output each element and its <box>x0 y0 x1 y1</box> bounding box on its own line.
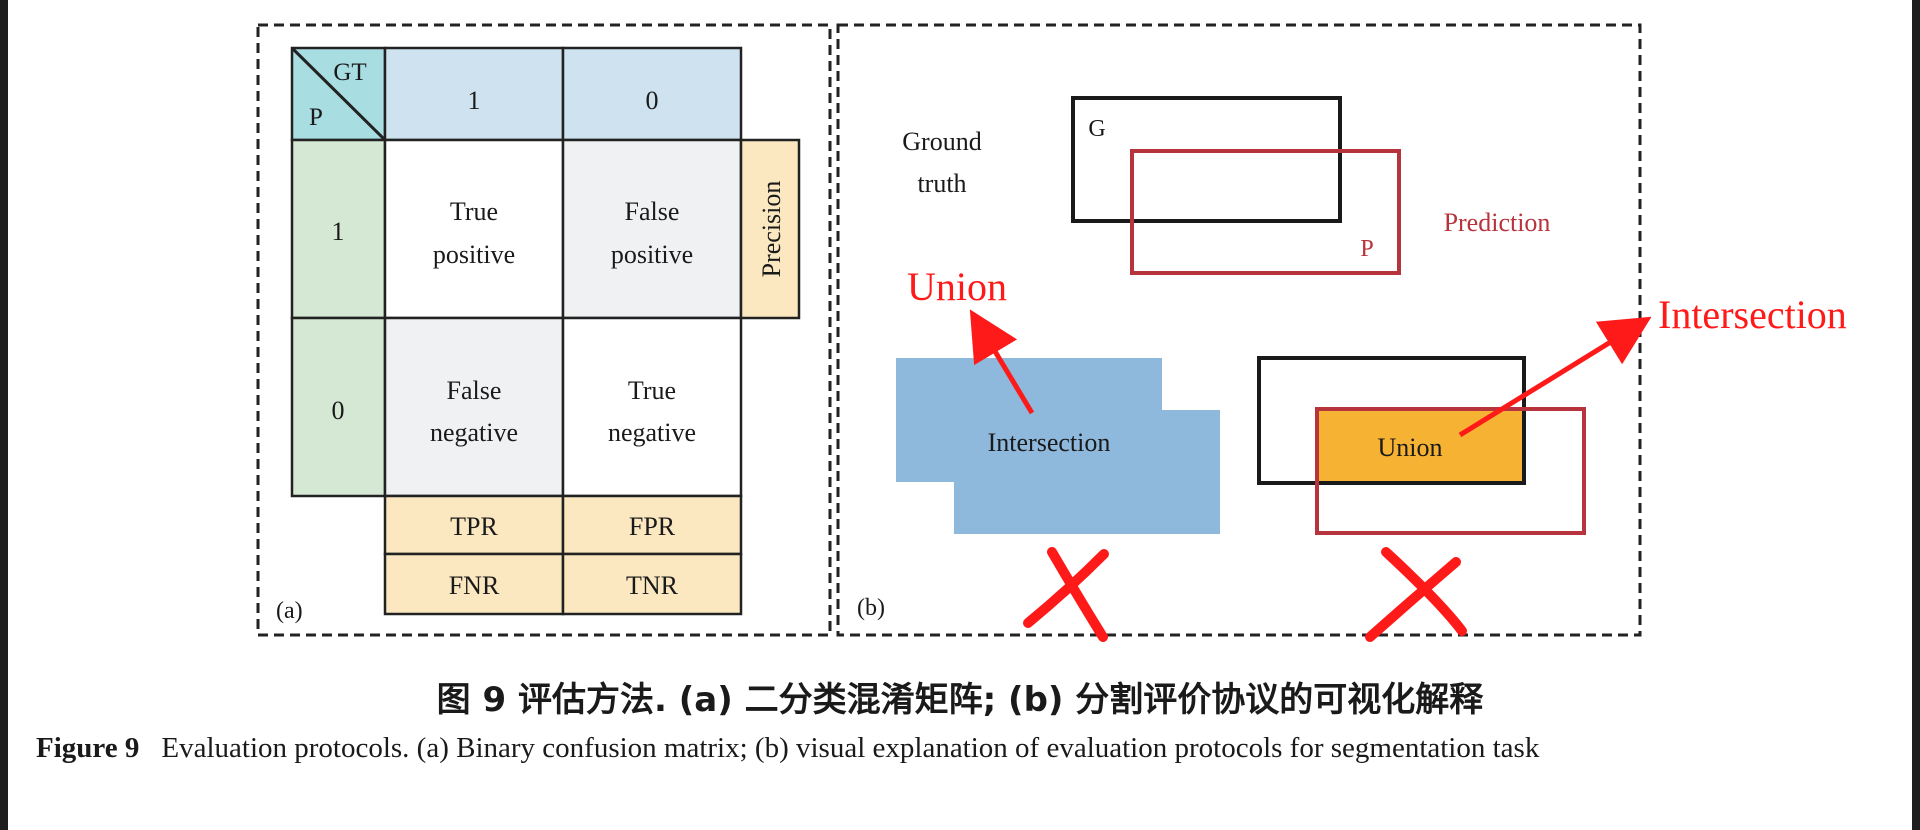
cell-true-positive <box>383 138 565 320</box>
union-arrow <box>969 309 1035 415</box>
ground-truth-line1: Ground <box>902 127 981 156</box>
right-prediction-box <box>1315 407 1586 535</box>
tnr-label: TNR <box>626 571 679 600</box>
p-label: P <box>1360 236 1373 262</box>
precision-cell <box>739 138 801 320</box>
col-header-0-label: 0 <box>646 86 659 115</box>
figure-9: GT P 1 0 1 0 True positive False positiv… <box>256 23 1847 642</box>
caption-english-text: Evaluation protocols. (a) Binary confusi… <box>161 732 1540 764</box>
tnr-cell <box>561 552 743 616</box>
orange-shape-label: Union <box>1378 433 1443 462</box>
tpr-label: TPR <box>450 512 498 541</box>
ground-truth-box <box>1071 96 1342 223</box>
union-annotation: Union <box>907 264 1007 309</box>
fp-line1: False <box>625 197 680 226</box>
corner-p-label: P <box>309 104 323 131</box>
intersection-annotation: Intersection <box>1658 292 1847 337</box>
caption-english: Figure 9 Evaluation protocols. (a) Binary… <box>36 728 1886 768</box>
blue-shape-label: Intersection <box>988 428 1111 457</box>
ground-truth-line2: truth <box>917 169 966 198</box>
prediction-label: Prediction <box>1444 208 1551 237</box>
tp-line1: True <box>450 197 498 226</box>
cell-true-negative <box>561 316 743 498</box>
panel-b-frame <box>836 23 1642 637</box>
tp-line2: positive <box>433 240 515 269</box>
precision-label: Precision <box>757 181 786 278</box>
cell-false-negative <box>383 316 565 498</box>
corner-gt-label: GT <box>333 59 366 86</box>
cross-mark-right <box>1365 547 1467 642</box>
tn-line2: negative <box>608 418 696 447</box>
left-window-edge <box>0 0 8 830</box>
fn-line1: False <box>447 376 502 405</box>
caption-figure-number: Figure 9 <box>36 732 140 764</box>
panel-b-label: (b) <box>857 595 885 621</box>
fnr-label: FNR <box>449 571 500 600</box>
fn-line2: negative <box>430 418 518 447</box>
col-header-1 <box>383 46 565 142</box>
intersection-arrow <box>1458 316 1652 438</box>
g-label: G <box>1088 116 1105 142</box>
col-header-1-label: 1 <box>468 86 481 115</box>
fnr-cell <box>383 552 565 616</box>
union-shape <box>896 358 1220 534</box>
fpr-label: FPR <box>629 512 676 541</box>
panel-b: Ground truth G P Prediction Intersection… <box>836 23 1847 642</box>
right-window-edge <box>1912 0 1920 830</box>
cell-false-positive <box>561 138 743 320</box>
prediction-box <box>1130 149 1401 275</box>
caption-chinese: 图 9 评估方法. (a) 二分类混淆矩阵; (b) 分割评价协议的可视化解释 <box>436 680 1484 720</box>
right-ground-truth-box <box>1257 356 1526 485</box>
panel-a-label: (a) <box>276 598 303 624</box>
tn-line1: True <box>628 376 676 405</box>
fpr-cell <box>561 494 743 556</box>
row-header-0-label: 0 <box>332 396 345 425</box>
row-header-1-label: 1 <box>332 217 345 246</box>
panel-a: GT P 1 0 1 0 True positive False positiv… <box>256 23 832 637</box>
intersection-shape <box>1317 409 1524 483</box>
matrix-corner-diagonal <box>290 46 387 142</box>
cross-mark-left <box>1023 547 1109 642</box>
fp-line2: positive <box>611 240 693 269</box>
